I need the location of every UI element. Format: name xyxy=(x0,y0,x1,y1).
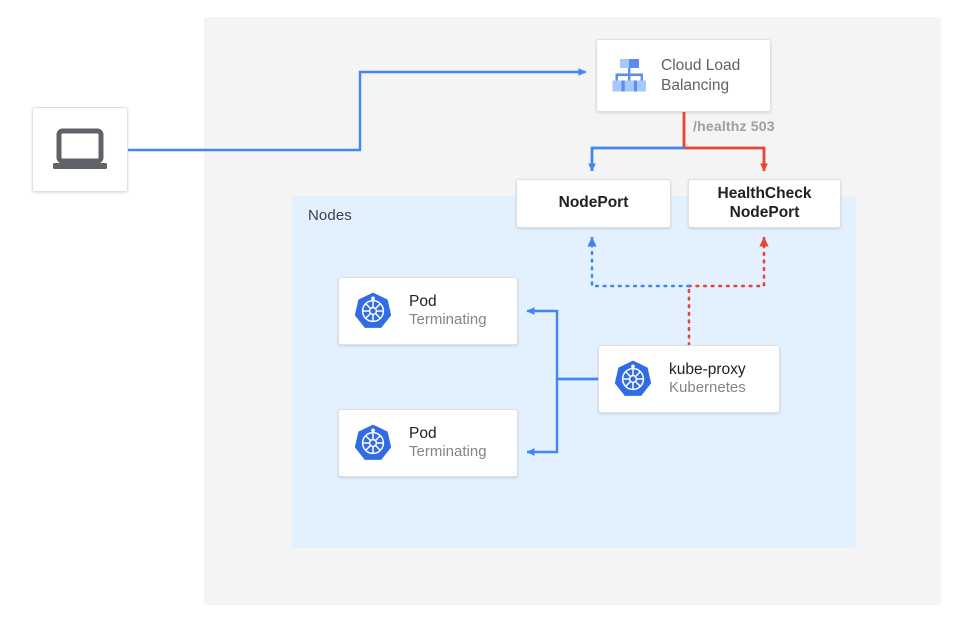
healthcheck-nodeport-label: HealthCheck NodePort xyxy=(718,185,812,222)
pod-2-text: Pod Terminating xyxy=(409,424,487,462)
kube-proxy-text: kube-proxy Kubernetes xyxy=(669,360,746,398)
cloud-load-balancing-text: Cloud Load Balancing xyxy=(661,56,740,95)
pod-1-node: Pod Terminating xyxy=(338,277,518,345)
kubernetes-icon xyxy=(354,424,392,460)
kube-proxy-subtitle: Kubernetes xyxy=(669,379,746,397)
kubernetes-icon xyxy=(614,360,652,396)
healthcheck-nodeport-node: HealthCheck NodePort xyxy=(688,179,841,228)
kube-proxy-node: kube-proxy Kubernetes xyxy=(598,345,780,413)
cloud-load-balancing-node: Cloud Load Balancing xyxy=(596,39,771,112)
pod-2-title: Pod xyxy=(409,424,437,442)
pod-2-node: Pod Terminating xyxy=(338,409,518,477)
pod-1-title: Pod xyxy=(409,292,437,310)
healthcheck-nodeport-label-line2: NodePort xyxy=(729,203,800,221)
client-node xyxy=(32,107,128,192)
nodeport-label: NodePort xyxy=(558,194,629,212)
pod-2-status: Terminating xyxy=(409,443,487,461)
load-balancer-icon xyxy=(612,58,646,91)
healthcheck-nodeport-label-line1: HealthCheck xyxy=(717,184,812,202)
laptop-icon xyxy=(53,128,107,169)
kubernetes-icon xyxy=(354,292,392,328)
nodeport-node: NodePort xyxy=(516,179,671,228)
nodes-panel-label: Nodes xyxy=(308,207,352,224)
cloud-load-balancing-title-line2: Balancing xyxy=(661,76,730,94)
pod-1-text: Pod Terminating xyxy=(409,292,487,330)
pod-1-status: Terminating xyxy=(409,311,487,329)
kube-proxy-title: kube-proxy xyxy=(669,360,746,378)
healthz-edge-label: /healthz 503 xyxy=(693,118,775,134)
cloud-load-balancing-title-line1: Cloud Load xyxy=(661,57,741,75)
